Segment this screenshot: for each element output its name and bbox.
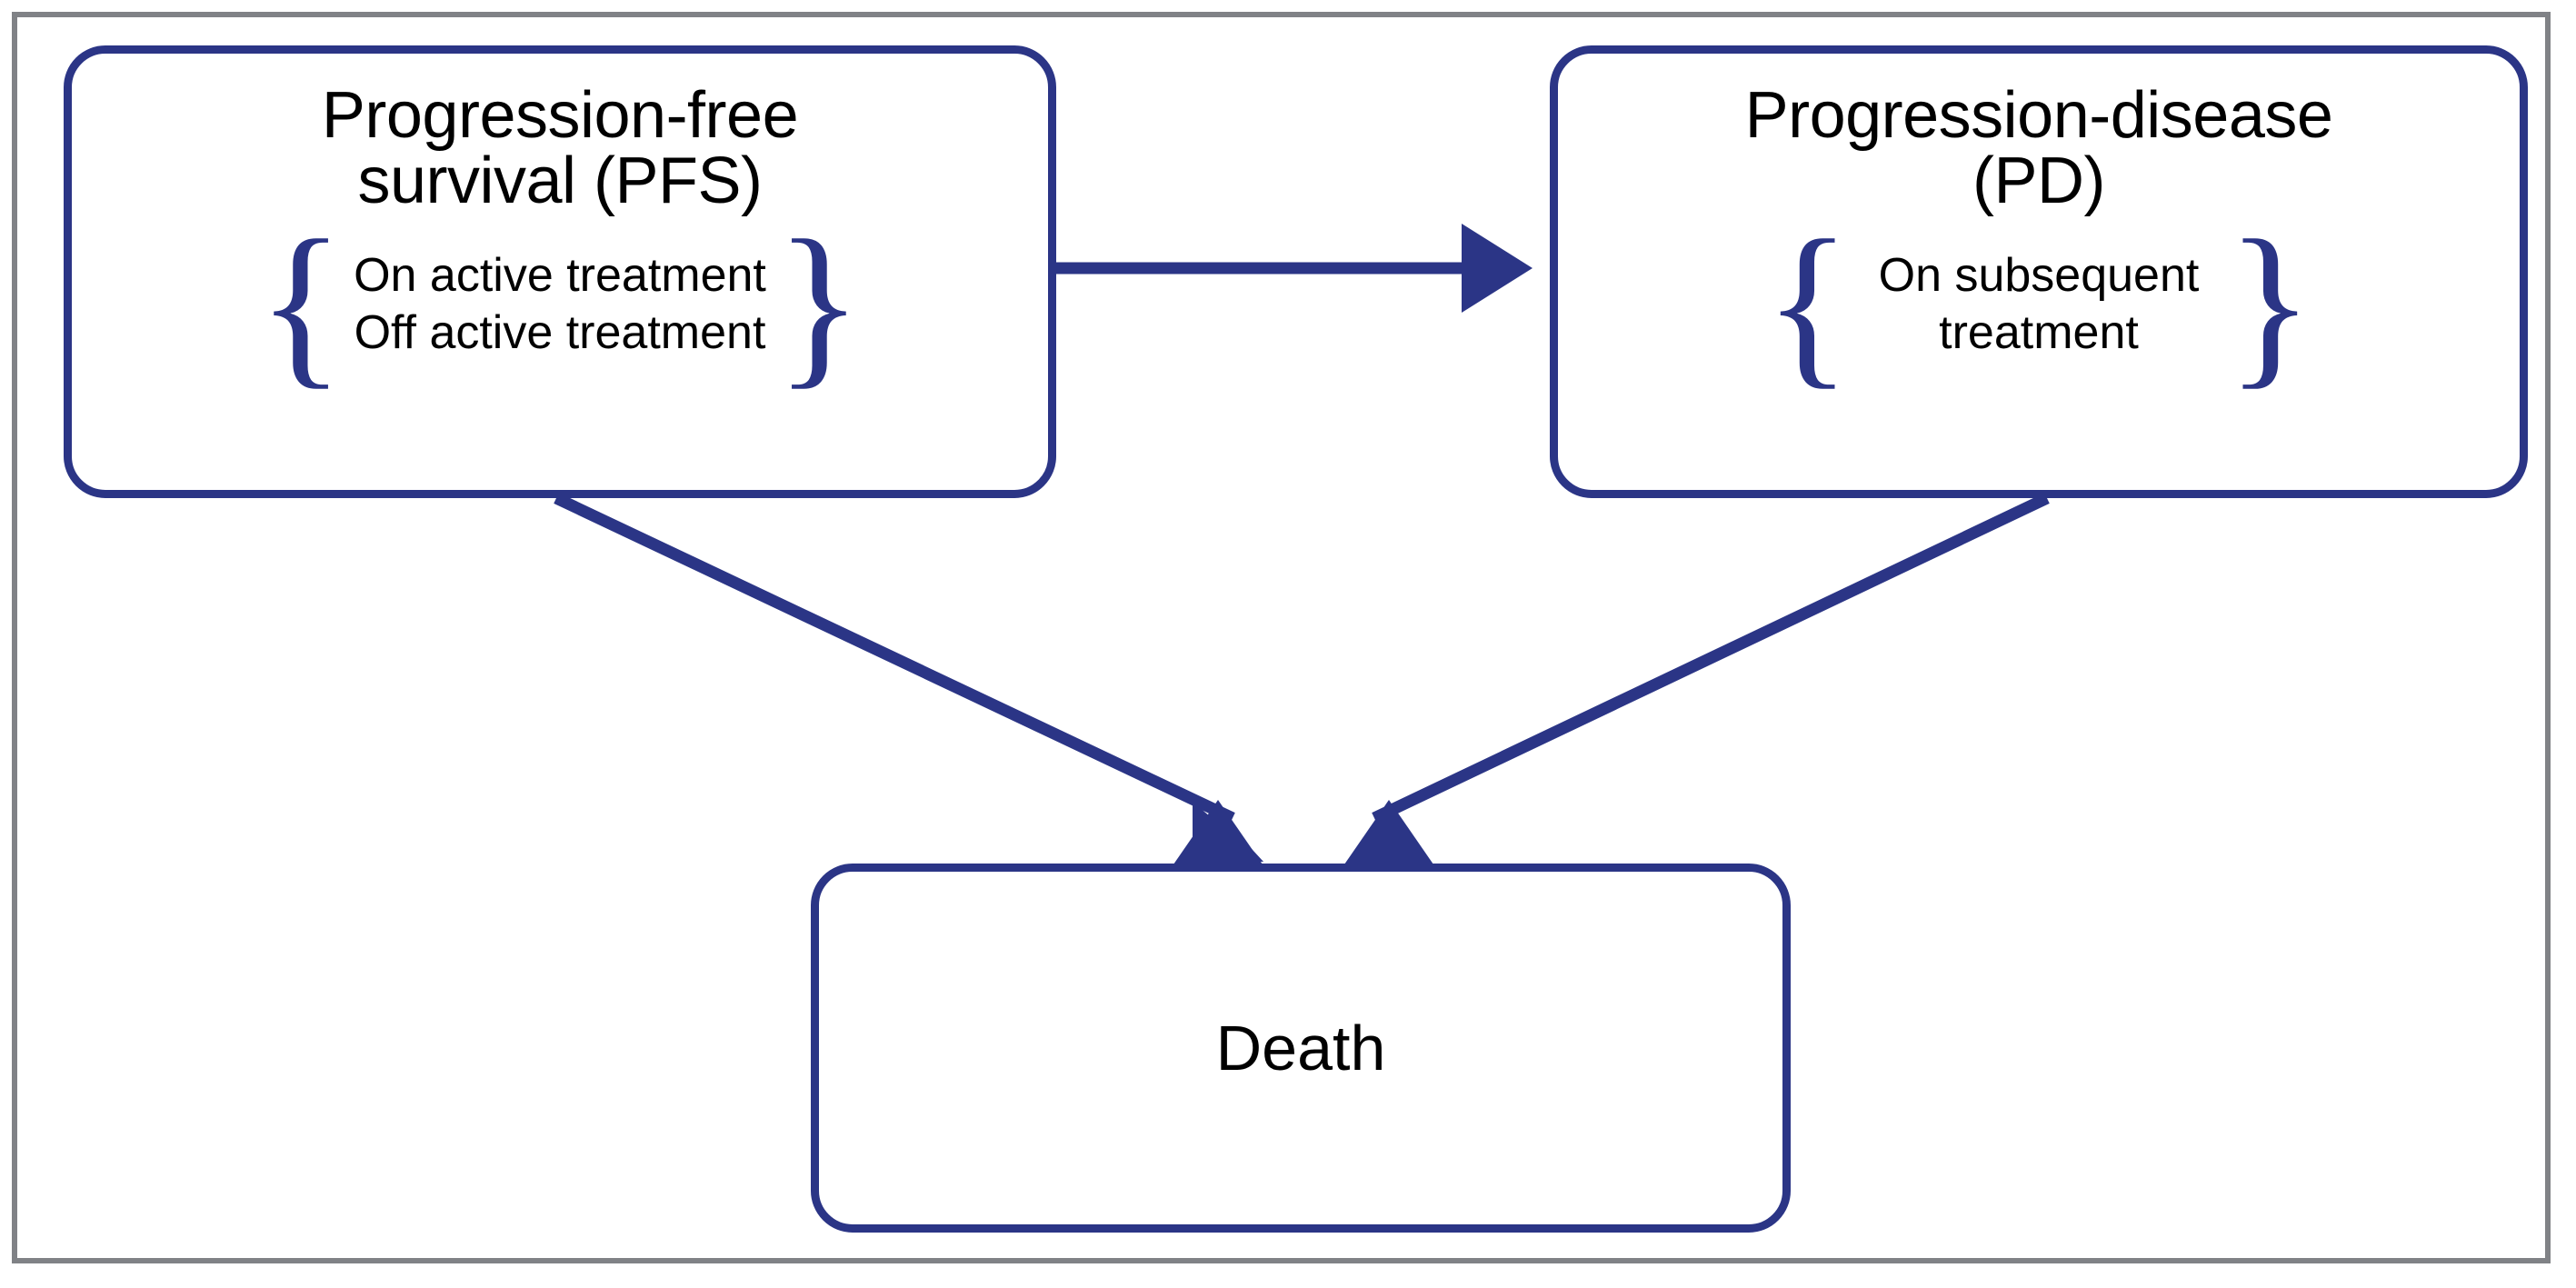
node-pd-brace-group: { On subsequent treatment } — [1558, 204, 2520, 404]
node-pd[interactable]: Progression-disease (PD) { On subsequent… — [1550, 45, 2528, 498]
node-pd-sublabel-0: On subsequent treatment — [1878, 248, 2200, 359]
node-pfs-sublabels: On active treatment Off active treatment — [354, 247, 766, 363]
left-brace-icon: { — [257, 204, 345, 404]
node-death[interactable]: Death — [811, 864, 1791, 1233]
left-brace-icon: { — [1763, 204, 1852, 404]
right-brace-icon: } — [2226, 204, 2314, 404]
node-pd-title: Progression-disease (PD) — [1744, 79, 2333, 217]
node-pfs-title: Progression-free survival (PFS) — [321, 79, 799, 217]
node-pfs-sublabel-0: On active treatment — [354, 248, 766, 302]
outer-frame-border — [12, 12, 2551, 1263]
node-pfs-brace-group: { On active treatment Off active treatme… — [72, 204, 1048, 404]
node-pd-sublabels: On subsequent treatment — [1879, 247, 2200, 363]
node-pfs-sublabel-1: Off active treatment — [354, 306, 766, 359]
node-death-title: Death — [1215, 1013, 1386, 1083]
node-pfs[interactable]: Progression-free survival (PFS) { On act… — [64, 45, 1056, 498]
right-brace-icon: } — [774, 204, 863, 404]
